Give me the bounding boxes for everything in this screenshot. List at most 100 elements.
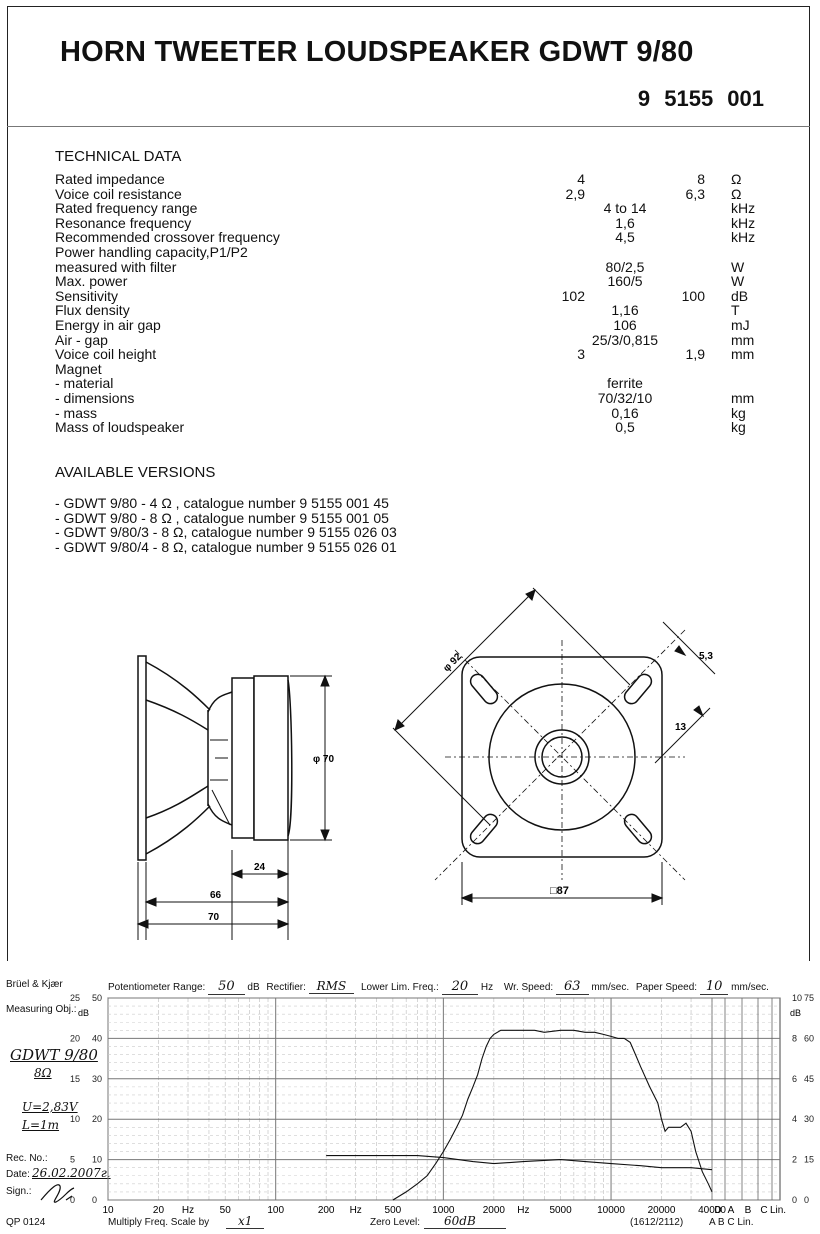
spec-mid: 0,5 <box>615 419 635 436</box>
weight-label: A <box>728 1205 735 1216</box>
spec-unit: kg <box>731 419 746 436</box>
y-left-tick: 15 <box>70 1074 80 1084</box>
x-tick: 50 <box>220 1205 232 1216</box>
multiply-freq-label: Multiply Freq. Scale by <box>108 1217 210 1228</box>
wr-value: 63 <box>555 979 589 995</box>
y-left-tick: 0 <box>70 1195 75 1205</box>
obj-handwriting-2: 8Ω <box>34 1066 52 1080</box>
spec-label: Recommended crossover frequency <box>55 229 280 246</box>
spec-unit: dB <box>731 287 749 304</box>
weight-label: D <box>714 1205 721 1216</box>
signature-mark <box>40 1184 75 1203</box>
dim-13: 13 <box>675 722 687 733</box>
wr-label: Wr. Speed: <box>503 982 554 993</box>
x-tick: Hz <box>182 1205 194 1216</box>
spec-unit: W <box>731 273 745 290</box>
spec-unit: mm <box>731 346 755 363</box>
weight-label: B <box>745 1205 752 1216</box>
ps-label: Paper Speed: <box>635 982 698 993</box>
spec-label: Energy in air gap <box>55 316 161 333</box>
spec-mid: 1,6 <box>615 214 635 231</box>
spec-v1: 4 <box>577 171 585 187</box>
spec-mid: ferrite <box>607 375 643 392</box>
spec-label: Magnet <box>55 360 102 377</box>
spec-label: - material <box>55 375 114 392</box>
spec-unit: W <box>731 258 745 275</box>
spec-v2: 6,3 <box>685 185 705 202</box>
weight-bottom: A B C Lin. <box>709 1217 754 1228</box>
x-tick: 10 <box>102 1205 114 1216</box>
y-right-tick: 6 <box>792 1074 797 1084</box>
pot-unit: dB <box>247 982 260 993</box>
spec-label: Flux density <box>55 302 130 319</box>
header-divider <box>7 126 810 127</box>
spec-v2: 8 <box>697 171 705 187</box>
db-label-left: dB <box>78 1008 89 1018</box>
spec-v1: 102 <box>561 287 585 304</box>
ps-unit: mm/sec. <box>731 982 769 993</box>
y-left-tick: 25 <box>70 993 80 1003</box>
spec-label: - mass <box>55 404 97 421</box>
page-title: HORN TWEETER LOUDSPEAKER GDWT 9/80 <box>60 36 694 68</box>
qp-code: QP 0124 <box>6 1217 46 1228</box>
y-right-tick2: 30 <box>804 1114 814 1124</box>
y-left-tick: 5 <box>70 1155 75 1165</box>
measuring-obj-label: Measuring Obj.: <box>6 1004 77 1015</box>
x-tick: 40000 <box>698 1205 726 1216</box>
spec-mid: 70/32/10 <box>597 389 653 406</box>
pot-value: 50 <box>208 979 245 995</box>
spec-unit: mm <box>731 389 755 406</box>
obj-handwriting: GDWT 9/80 <box>10 1046 98 1064</box>
pot-label: Potentiometer Range: <box>108 982 206 993</box>
y-right-tick: 2 <box>792 1155 797 1165</box>
chart-maker: Brüel & Kjær <box>6 979 63 990</box>
spec-mid: 4,5 <box>615 229 635 246</box>
dim-24: 24 <box>254 862 266 873</box>
y-right-tick: 4 <box>792 1114 797 1124</box>
versions-list: - GDWT 9/80 - 4 Ω , catalogue number 9 5… <box>55 496 397 554</box>
ps-value: 10 <box>699 979 729 995</box>
y-right-tick2: 75 <box>804 993 814 1003</box>
dim-53: 5,3 <box>699 651 713 662</box>
y-main-tick: 10 <box>92 1155 102 1165</box>
dim-70: 70 <box>208 912 220 923</box>
zero-level-value: 60dB <box>424 1214 506 1229</box>
spec-label: Sensitivity <box>55 287 119 304</box>
cond-distance: L=1m <box>22 1118 60 1132</box>
spec-unit: kHz <box>731 200 756 217</box>
spec-unit: mm <box>731 331 755 348</box>
y-right-tick2: 0 <box>804 1195 809 1205</box>
spec-unit: T <box>731 302 740 319</box>
spec-v1: 3 <box>577 346 585 363</box>
sign-label: Sign.: <box>6 1186 32 1197</box>
x-tick: 200 <box>318 1205 335 1216</box>
spec-unit: kg <box>731 404 746 421</box>
spec-unit: kHz <box>731 229 756 246</box>
catalogue-number: 9 5155 001 <box>637 86 764 111</box>
x-tick: 100 <box>267 1205 284 1216</box>
llf-label: Lower Lim. Freq.: <box>360 982 439 993</box>
cond-voltage: U=2,83V <box>22 1100 78 1114</box>
spec-label: Power handling capacity,P1/P2 <box>55 243 248 260</box>
llf-value: 20 <box>441 979 479 995</box>
y-main-tick: 30 <box>92 1074 102 1084</box>
spec-mid: 160/5 <box>607 273 643 290</box>
spec-mid: 106 <box>613 316 637 333</box>
spec-mid: 4 to 14 <box>603 200 647 217</box>
x-tick: Hz <box>517 1205 529 1216</box>
version-item: - GDWT 9/80/4 - 8 Ω, catalogue number 9 … <box>55 538 397 555</box>
y-main-tick: 50 <box>92 993 102 1003</box>
spec-mid: 0,16 <box>611 404 639 421</box>
spec-row: - mass 0,16 kg <box>55 404 775 421</box>
spec-row: Magnet <box>55 362 775 377</box>
